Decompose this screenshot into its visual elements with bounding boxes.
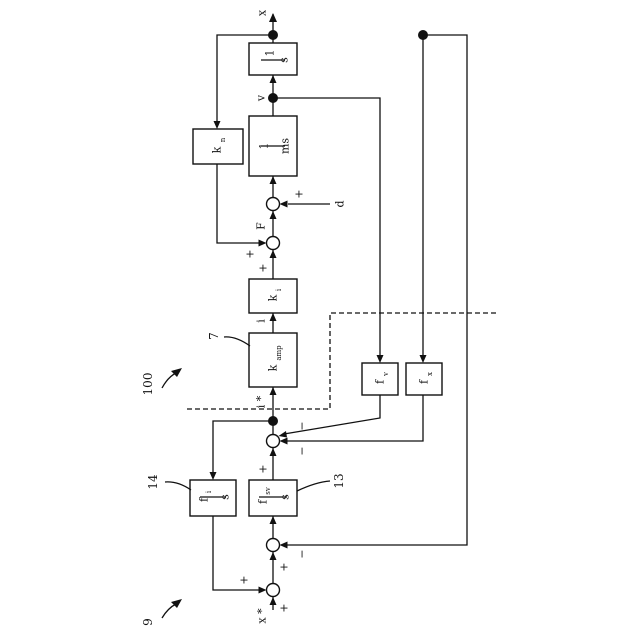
signal-i-label: i — [255, 319, 268, 323]
controller-boundary — [187, 313, 497, 409]
arrowhead — [270, 75, 277, 83]
ref-numeral-7: 7 — [207, 332, 221, 340]
ref-13-leader — [297, 481, 330, 491]
sign-plus-fi-feedback: + — [238, 575, 251, 584]
arrowhead — [270, 448, 277, 456]
sign-plus-kn-input: + — [244, 249, 257, 258]
sign-plus-xstar: + — [278, 603, 291, 612]
arrowhead — [270, 176, 277, 184]
kn-subscript: n — [219, 137, 227, 142]
sign-plus-fsv-output: + — [257, 464, 270, 473]
arrowhead-x-output — [269, 13, 277, 22]
arrowhead — [420, 355, 427, 363]
signal-xstar-label: x * — [256, 608, 269, 624]
summing-junction-disturbance — [267, 198, 280, 211]
arrowhead — [279, 431, 288, 438]
ref-9-arrow-line — [162, 604, 176, 618]
signal-v-label: v — [255, 94, 268, 102]
arrowhead — [270, 211, 277, 219]
fsv-denominator: s — [279, 494, 292, 500]
mass-denominator: ms — [279, 138, 292, 154]
ref-14-leader — [165, 482, 191, 490]
kamp-label: k — [267, 364, 280, 371]
fx-block — [406, 363, 442, 395]
fsv-numerator-subscript: sv — [264, 487, 272, 495]
arrowhead — [210, 472, 217, 480]
ref-7-leader — [224, 337, 250, 346]
wire-istar-to-fi — [213, 421, 273, 472]
kn-block — [193, 129, 243, 164]
sign-plus-ki-input: + — [257, 263, 270, 272]
summing-junction-input — [267, 584, 280, 597]
arrowhead — [270, 387, 277, 395]
ref-numeral-14: 14 — [146, 474, 160, 490]
arrowhead — [270, 250, 277, 258]
sign-plus-position-sum: + — [278, 562, 291, 571]
ref-numeral-9: 9 — [141, 618, 155, 626]
ref-100-arrow-line — [162, 373, 176, 388]
fv-block — [362, 363, 398, 395]
ref-numeral-100: 100 — [141, 373, 155, 396]
signal-istar-label: i * — [255, 395, 268, 408]
arrowhead — [270, 516, 277, 524]
arrowhead — [377, 355, 384, 363]
sign-minus-fv: − — [296, 421, 309, 430]
fx-subscript: x — [426, 372, 434, 376]
fi-denominator: s — [219, 494, 232, 500]
sign-plus-disturbance: + — [293, 189, 306, 198]
sign-minus-outer-loop: − — [296, 549, 309, 558]
arrowhead — [270, 552, 277, 560]
kn-label: k — [211, 146, 224, 153]
arrowhead — [214, 121, 221, 129]
integrator-numerator: 1 — [264, 50, 277, 57]
sign-minus-fx: − — [296, 446, 309, 455]
summing-junction-position — [267, 539, 280, 552]
mass-numerator: 1 — [258, 143, 271, 150]
signal-x-label: x — [256, 9, 269, 16]
disturbance-d-label: d — [334, 200, 347, 207]
arrowhead — [280, 438, 288, 445]
arrowhead — [280, 201, 288, 208]
kamp-subscript: amp — [275, 345, 283, 361]
arrowhead — [259, 240, 267, 247]
wire-fi-to-input-sum — [213, 516, 259, 590]
fv-subscript: v — [382, 372, 390, 377]
arrowhead — [280, 542, 288, 549]
integrator-denominator: s — [278, 57, 291, 63]
wire-fx-to-sum — [287, 395, 423, 441]
summing-junction-state — [267, 435, 280, 448]
arrowhead — [270, 313, 277, 321]
summing-junction-force — [267, 237, 280, 250]
ki-label: k — [267, 294, 280, 301]
arrowhead — [270, 597, 277, 605]
ref-numeral-13: 13 — [332, 473, 346, 488]
wire-x-outer-loop — [287, 35, 467, 545]
arrowhead — [259, 587, 267, 594]
kamp-block — [249, 333, 297, 387]
signal-F-label: F — [255, 222, 268, 230]
